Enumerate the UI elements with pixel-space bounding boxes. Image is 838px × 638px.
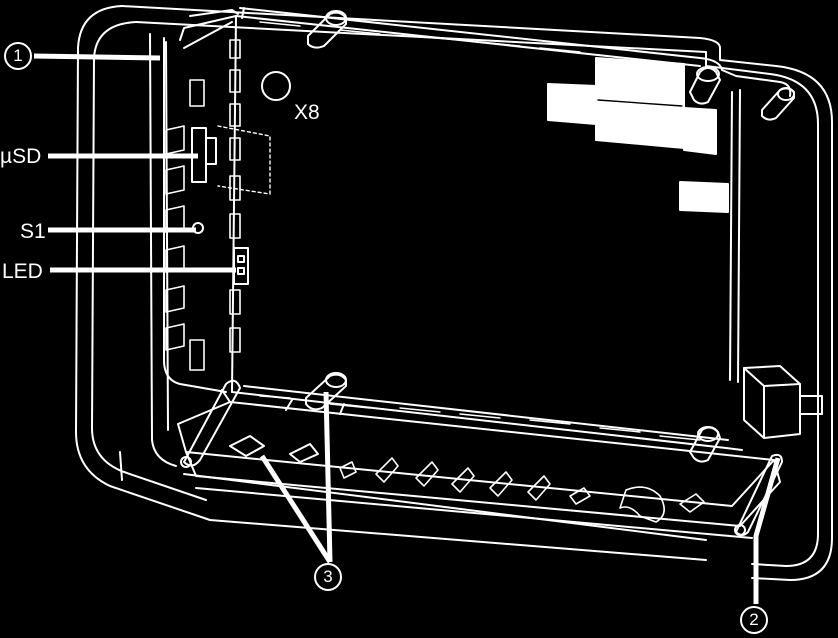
- led-label: LED: [2, 260, 43, 283]
- standoff-bottom-left: [305, 372, 347, 411]
- x8-connector: [261, 71, 291, 101]
- standoff-top-right: [689, 66, 721, 105]
- callout-1-badge: 1: [4, 42, 32, 70]
- x8-label: X8: [294, 101, 320, 124]
- left-side-slots: [165, 39, 241, 371]
- usd-label: µSD: [0, 145, 42, 168]
- right-side-connector: [743, 365, 823, 439]
- bottom-frame-slots: [259, 395, 701, 441]
- led-indicator: [233, 247, 249, 285]
- top-right-connector-details: [597, 99, 717, 175]
- bottom-rail: [177, 389, 781, 527]
- housing-outline: [75, 5, 833, 581]
- right-latch: [734, 453, 783, 536]
- callout-2-badge: 2: [740, 606, 768, 634]
- standoff-right-top: [761, 87, 795, 121]
- standoff-top-left: [307, 10, 347, 49]
- s1-label: S1: [20, 220, 46, 243]
- leader-callout-1: [33, 53, 161, 61]
- top-edge-slots: [259, 21, 581, 53]
- leader-callout-3a: [259, 454, 333, 564]
- leader-callout-2: [753, 457, 781, 604]
- callout-3-badge: 3: [314, 563, 342, 591]
- standoff-bottom-right: [689, 426, 721, 463]
- callout-leaders: [33, 53, 781, 604]
- left-latch: [180, 379, 241, 468]
- top-right-connectors: [547, 57, 729, 213]
- leader-callout-3b: [323, 391, 333, 563]
- bottom-rail-clips: [339, 457, 705, 523]
